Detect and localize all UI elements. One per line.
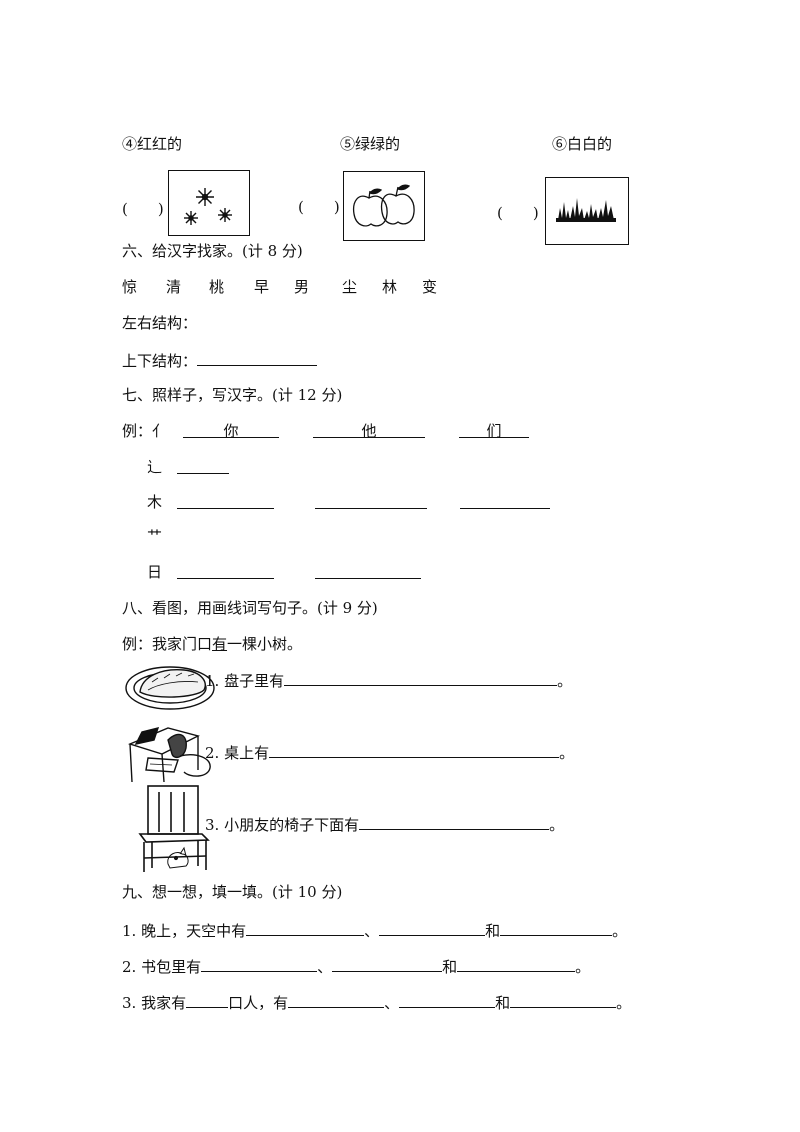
sentence-blank[interactable]	[284, 670, 558, 686]
example-label: 例：亻	[122, 422, 168, 440]
q3-blank[interactable]	[186, 992, 229, 1008]
char-item: 桃	[209, 278, 225, 296]
label-red: ④红红的	[122, 135, 183, 153]
q3-blank[interactable]	[510, 992, 617, 1008]
radical-blank[interactable]	[177, 493, 274, 509]
char-item: 变	[422, 278, 438, 296]
label-green: ⑤绿绿的	[340, 135, 401, 153]
sentence-blank[interactable]	[359, 814, 550, 830]
chair-puppy-picture	[138, 784, 214, 874]
q2-blank[interactable]	[332, 956, 443, 972]
radical-blank[interactable]	[177, 458, 229, 474]
apple-icon	[352, 184, 415, 227]
top-bottom-row: 上下结构：	[122, 350, 318, 370]
snowflake-picture	[168, 170, 250, 236]
radical-label: 艹	[147, 527, 163, 545]
q3-row: 3. 我家有口人，有、和。	[122, 992, 632, 1012]
q2-blank[interactable]	[201, 956, 318, 972]
section7-heading: 七、照样子，写汉字。(计 12 分)	[122, 386, 343, 404]
example-radical: 亻	[152, 422, 168, 440]
bread-plate-icon	[125, 666, 215, 710]
example-word: 他	[313, 422, 425, 440]
left-right-label: 左右结构：	[122, 314, 198, 332]
q2-row: 2. 书包里有、和。	[122, 956, 591, 976]
answer-bracket-3[interactable]: ( )	[497, 204, 539, 222]
radical-label: 木	[147, 493, 163, 511]
grass-icon	[556, 198, 616, 222]
q2-blank[interactable]	[457, 956, 576, 972]
radical-blank[interactable]	[460, 493, 550, 509]
chair-puppy-icon	[138, 785, 210, 872]
example-word: 你	[183, 422, 279, 440]
q1-blank[interactable]	[500, 920, 613, 936]
sentence-blank[interactable]	[269, 742, 560, 758]
char-item: 清	[166, 278, 182, 296]
char-item: 尘	[342, 278, 358, 296]
char-row: 惊 清 桃 早 男 尘 林 变	[122, 278, 442, 296]
example-word: 们	[459, 422, 529, 440]
desk-scene-picture	[128, 714, 214, 784]
radical-label: 辶	[147, 458, 163, 476]
snowflake-icon	[184, 188, 232, 225]
char-item: 惊	[122, 278, 138, 296]
radical-label: 日	[147, 563, 163, 581]
section8-heading: 八、看图，用画线词写句子。(计 9 分)	[122, 599, 378, 617]
underlined-word: 有	[212, 635, 228, 653]
answer-bracket-1[interactable]: ( )	[122, 200, 164, 218]
q3-blank[interactable]	[288, 992, 385, 1008]
desk-scene-icon	[128, 727, 211, 783]
q1-blank[interactable]	[379, 920, 486, 936]
char-item: 男	[294, 278, 310, 296]
radical-blank[interactable]	[315, 563, 421, 579]
sentence-row-1: 1. 盘子里有。	[205, 670, 573, 690]
radical-blank[interactable]	[177, 563, 274, 579]
bread-plate-picture	[124, 660, 216, 712]
top-bottom-blank[interactable]	[197, 350, 318, 366]
radical-blank[interactable]	[315, 493, 427, 509]
label-white: ⑥白白的	[552, 135, 613, 153]
section6-heading: 六、给汉字找家。(计 8 分)	[122, 242, 303, 260]
q3-blank[interactable]	[399, 992, 496, 1008]
char-item: 早	[254, 278, 270, 296]
sentence-row-3: 3. 小朋友的椅子下面有。	[205, 814, 565, 834]
sentence-row-2: 2. 桌上有。	[205, 742, 575, 762]
section8-example: 例：我家门口有一棵小树。	[122, 635, 303, 653]
q1-row: 1. 晚上，天空中有、和。	[122, 920, 628, 940]
apple-picture	[343, 171, 425, 241]
answer-bracket-2[interactable]: ( )	[298, 198, 340, 216]
char-item: 林	[382, 278, 398, 296]
top-bottom-label: 上下结构：	[122, 352, 198, 370]
grass-picture	[545, 177, 629, 245]
q1-blank[interactable]	[246, 920, 365, 936]
section9-heading: 九、想一想，填一填。(计 10 分)	[122, 883, 343, 901]
